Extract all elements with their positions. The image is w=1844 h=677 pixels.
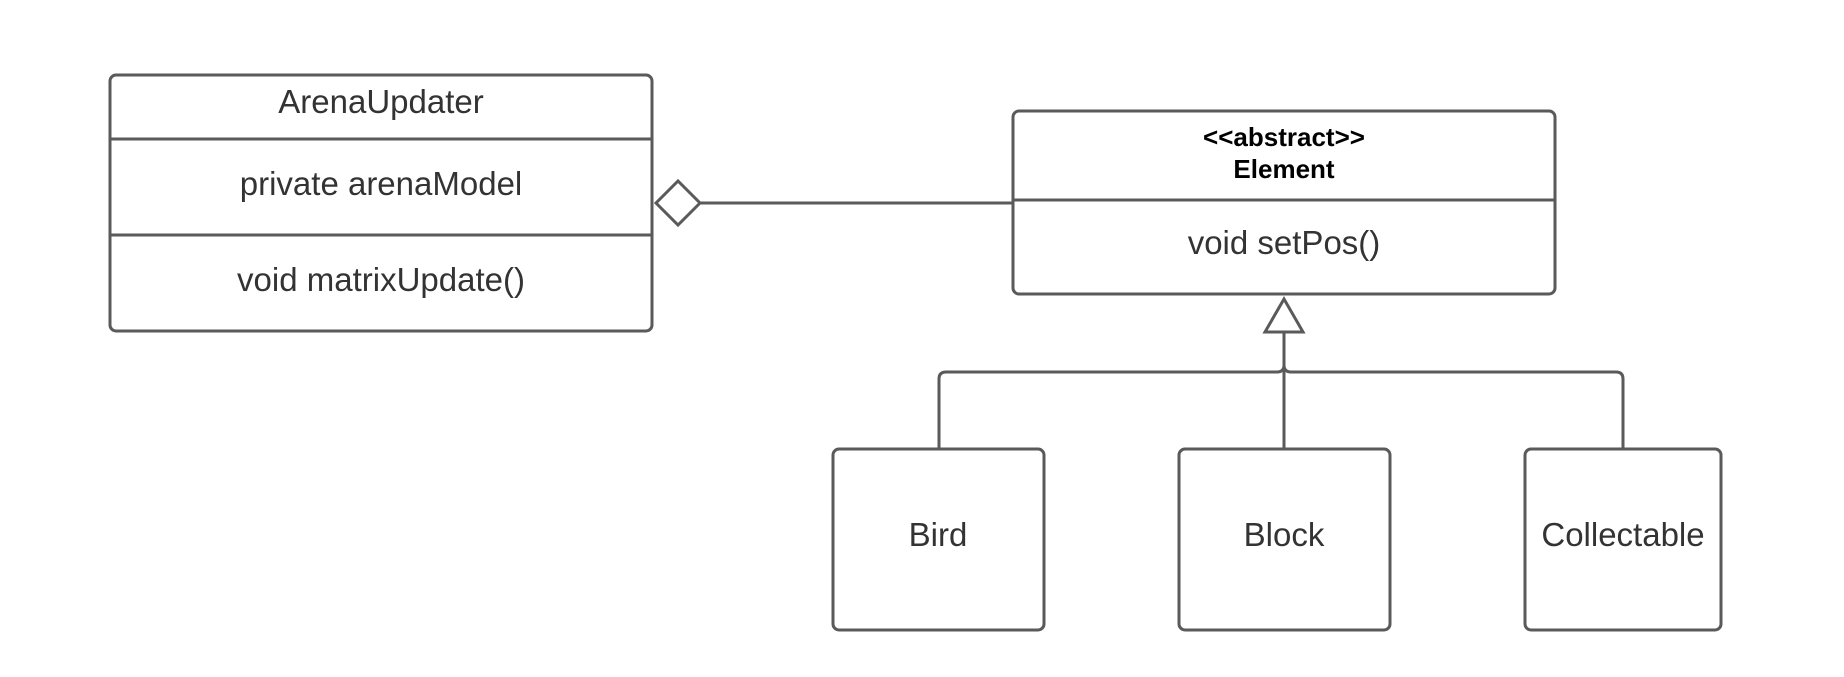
inheritance-line-bird: [937, 332, 1286, 449]
inheritance-triangle-icon: [1262, 295, 1306, 334]
class-block[interactable]: Block: [1177, 447, 1392, 632]
aggregation-diamond-icon: [653, 178, 703, 228]
generalization-connector: [937, 295, 1625, 449]
bird-box: [831, 447, 1046, 632]
arena-updater-method: void matrixUpdate(): [237, 261, 525, 298]
class-arena-updater[interactable]: ArenaUpdater private arenaModel void mat…: [108, 73, 654, 333]
arena-updater-attribute: private arenaModel: [240, 165, 523, 202]
element-stereotype: <<abstract>>: [1203, 122, 1365, 152]
class-collectable[interactable]: Collectable: [1523, 447, 1723, 632]
collectable-box: [1523, 447, 1723, 632]
element-name: Element: [1233, 154, 1334, 184]
class-bird[interactable]: Bird: [831, 447, 1046, 632]
inheritance-line-collectable: [1282, 364, 1625, 449]
bird-name: Bird: [909, 516, 968, 553]
arena-updater-name: ArenaUpdater: [278, 83, 483, 120]
collectable-name: Collectable: [1541, 516, 1704, 553]
element-box: [1011, 109, 1557, 296]
block-box: [1177, 447, 1392, 632]
class-element[interactable]: <<abstract>> Element void setPos(): [1011, 109, 1557, 296]
block-name: Block: [1244, 516, 1325, 553]
element-method: void setPos(): [1188, 224, 1381, 261]
aggregation-connector: [653, 178, 1013, 228]
